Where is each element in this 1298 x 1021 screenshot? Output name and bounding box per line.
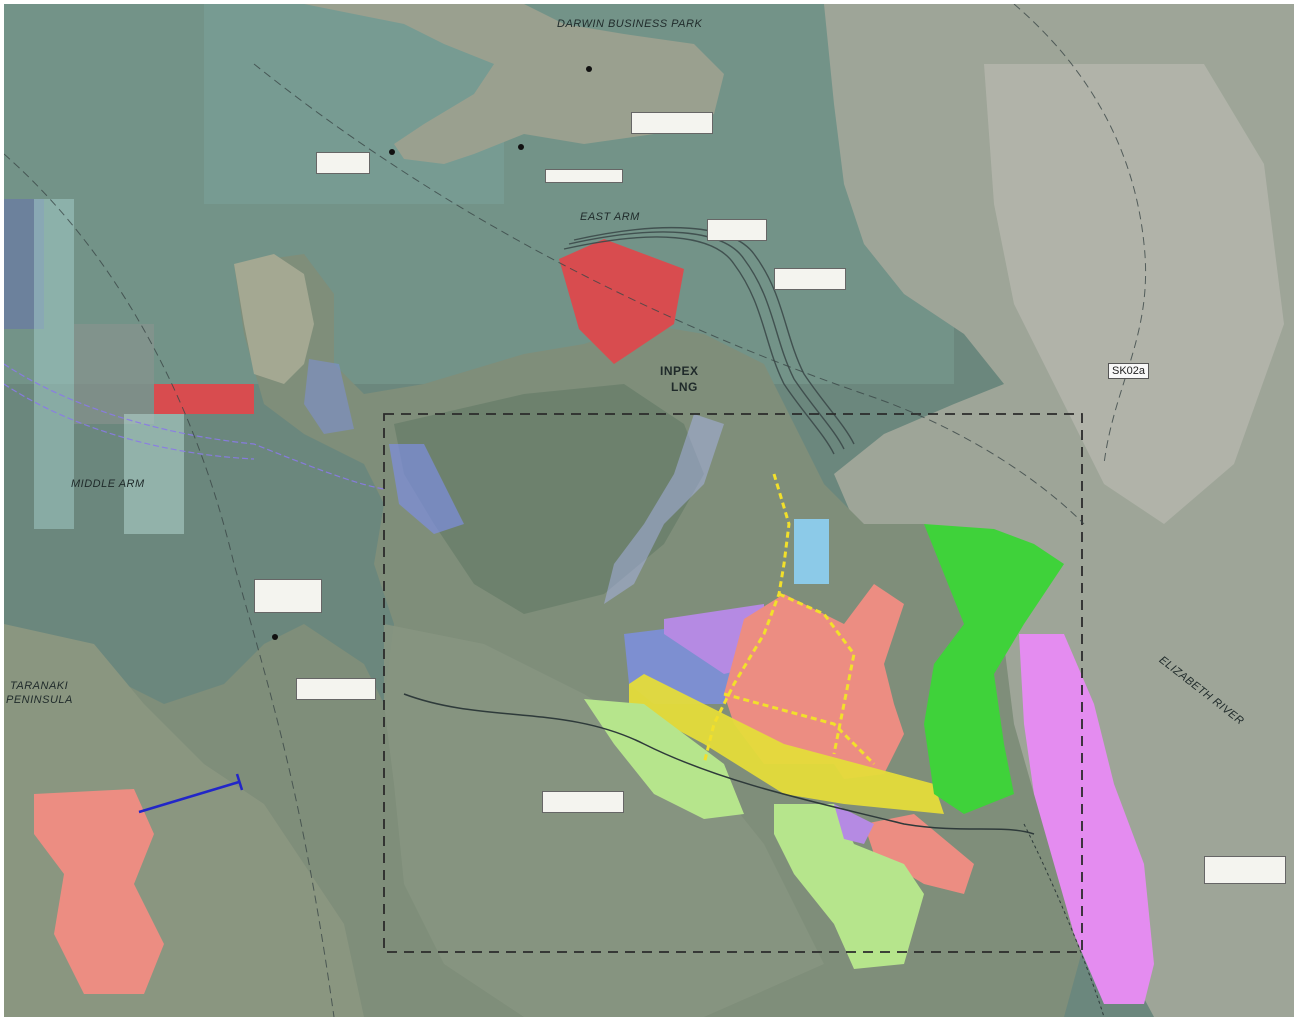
annotation-box [254, 579, 322, 613]
annotation-box [707, 219, 767, 241]
label-east-arm: EAST ARM [580, 211, 640, 223]
label-middle-arm: MIDDLE ARM [71, 478, 145, 490]
annotation-box [316, 152, 370, 174]
route-shield: SK02a [1108, 363, 1150, 379]
annotation-box [1204, 856, 1286, 884]
annotation-box [774, 268, 846, 290]
label-inpex: INPEX [660, 364, 699, 378]
annotation-box [542, 791, 624, 813]
label-darwin-business-park: DARWIN BUSINESS PARK [557, 18, 703, 30]
label-lng: LNG [671, 380, 698, 394]
aerial-map[interactable]: DARWIN BUSINESS PARK EAST ARM MIDDLE ARM… [4, 4, 1294, 1017]
map-graphics [4, 4, 1294, 1017]
annotation-box [545, 169, 623, 183]
label-taranaki: TARANAKI [10, 680, 69, 692]
label-peninsula: PENINSULA [6, 694, 73, 706]
annotation-box [631, 112, 713, 134]
annotation-box [296, 678, 376, 700]
